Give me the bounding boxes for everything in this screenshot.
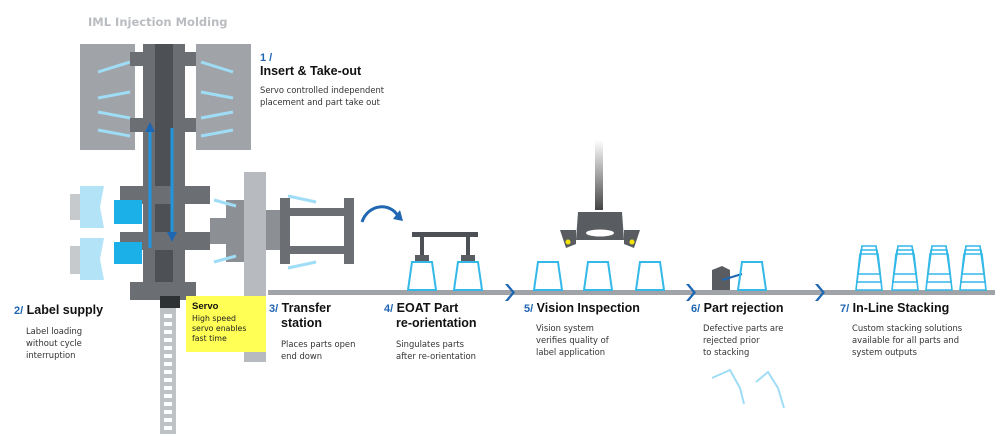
eoat-gripper [406, 232, 484, 291]
inspection-light [629, 239, 635, 245]
step-description: Custom stacking solutions available for … [852, 323, 963, 357]
stacked-cups [855, 245, 987, 291]
step-description: Vision system verifies quality of label … [536, 323, 609, 357]
step-title: 5/ Vision Inspection [524, 301, 640, 315]
step-description: Places parts open end down [281, 339, 356, 361]
step-title: 2/ Label supply [14, 303, 104, 317]
step-title: 7/ In-Line Stacking [840, 301, 950, 315]
conveyor-line [268, 290, 995, 295]
flow-chevron-icon [686, 284, 696, 301]
flow-chevron-icon [815, 284, 825, 301]
rejected-parts [711, 368, 785, 409]
step-number: 1 / [260, 52, 273, 64]
step-2-label: 2/ Label supply Label loading without cy… [14, 301, 124, 361]
step-number: 7/ [840, 303, 850, 315]
step-6-label: 6/ Part rejection Defective parts are re… [691, 301, 811, 358]
arrow-down-icon [167, 232, 177, 242]
label-supply-magazine [70, 186, 142, 280]
mold-cavity-lines [97, 60, 234, 138]
rotate-arrow-icon [360, 205, 403, 223]
step-description: Servo controlled independent placement a… [260, 85, 385, 107]
step-number: 6/ [691, 303, 701, 315]
step-description: Label loading without cycle interruption [26, 326, 83, 360]
flow-chevrons [505, 284, 825, 301]
arrow-up-icon [145, 122, 155, 132]
step-1-label: 1 / Insert & Take-out Servo controlled i… [260, 52, 420, 108]
servo-column [160, 308, 176, 434]
step-title: 4/ EOAT Part [384, 301, 459, 315]
step-title: Insert & Take-out [260, 64, 362, 78]
step-4-label: 4/ EOAT Part re-orientation Singulates p… [384, 301, 504, 362]
step-number: 3/ [269, 303, 279, 315]
machine-title: IML Injection Molding [88, 15, 228, 29]
step-5-label: 5/ Vision Inspection Vision system verif… [524, 301, 654, 358]
servo-callout: Servo High speed servo enables fast time [186, 296, 266, 352]
step-title: 3/ Transfer [269, 301, 332, 315]
step-number: 4/ [384, 303, 394, 315]
servo-title: Servo [192, 301, 219, 312]
vision-system [532, 140, 666, 291]
camera-beam [595, 140, 603, 210]
step-number: 5/ [524, 303, 534, 315]
reject-unit [711, 261, 785, 409]
step-title: 6/ Part rejection [691, 301, 784, 315]
injection-molding-machine [80, 44, 251, 308]
inspection-light [565, 239, 571, 245]
step-3-label: 3/ Transfer station Places parts open en… [269, 301, 379, 362]
flow-chevron-icon [505, 284, 515, 301]
step-7-label: 7/ In-Line Stacking Custom stacking solu… [840, 301, 990, 358]
step-number: 2/ [14, 305, 24, 317]
step-description: Defective parts are rejected prior to st… [703, 323, 784, 357]
step-description: Singulates parts after re-orientation [396, 339, 476, 361]
